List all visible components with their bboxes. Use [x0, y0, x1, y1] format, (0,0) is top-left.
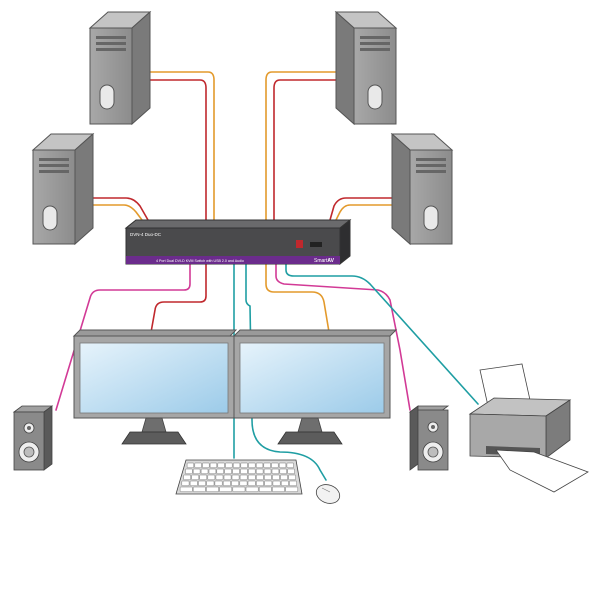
keyboard-key: [271, 468, 280, 475]
keyboard-key: [232, 468, 240, 475]
keyboard-key: [192, 486, 206, 493]
keyboard: [175, 459, 303, 495]
keyboard-key: [198, 480, 206, 487]
keyboard-key: [232, 486, 246, 493]
keyboard-key: [206, 486, 219, 493]
keyboard-key: [247, 474, 256, 481]
keyboard-key: [231, 474, 240, 481]
keyboard-key: [216, 468, 224, 475]
keyboard-key: [225, 462, 233, 469]
keyboard-key: [215, 474, 224, 481]
keyboard-key: [256, 462, 264, 469]
keyboard-key: [264, 480, 273, 487]
keyboard-key: [289, 480, 297, 487]
cable-mr-orange: [335, 204, 393, 221]
keyboard-key: [194, 462, 202, 469]
keyboard-key: [231, 480, 240, 487]
monitor-left: [72, 329, 238, 445]
computer-top-right: [334, 10, 398, 126]
keyboard-key: [192, 468, 201, 475]
keyboard-key: [206, 480, 215, 487]
keyboard-key: [240, 462, 248, 469]
keyboard-key: [191, 474, 199, 481]
keyboard-key: [223, 474, 232, 481]
cables: [55, 71, 479, 481]
keyboard-key: [202, 462, 210, 469]
mouse: [315, 484, 341, 504]
monitor-right: [232, 329, 398, 445]
cable-kvm-monitor-left-red: [149, 263, 207, 339]
computer-top-left: [88, 10, 152, 126]
keyboard-key: [183, 474, 191, 481]
keyboard-key: [256, 468, 264, 475]
keyboard-key: [259, 486, 272, 493]
keyboard-key: [272, 486, 285, 493]
keyboard-key: [287, 468, 295, 475]
keyboard-key: [271, 462, 279, 469]
keyboard-key: [200, 468, 209, 475]
keyboard-key: [256, 474, 264, 481]
keyboard-key: [179, 486, 193, 493]
printer: [468, 363, 589, 493]
keyboard-key: [209, 462, 218, 469]
cable-tl-red: [149, 79, 207, 221]
keyboard-key: [208, 468, 217, 475]
keyboard-key: [248, 462, 256, 469]
keyboard-key: [232, 462, 241, 469]
keyboard-key: [272, 480, 281, 487]
keyboard-key: [240, 468, 248, 475]
keyboard-key: [217, 462, 225, 469]
computer-mid-left: [31, 132, 95, 246]
keyboard-key: [256, 480, 264, 487]
cable-kvm-speaker-right: [275, 263, 411, 411]
kvm-switch: DVN-4 Duo-DC 4 Port Dual DVI-D KVM Switc…: [124, 218, 352, 266]
cable-kvm-mouse: [245, 263, 327, 481]
keyboard-key: [207, 474, 216, 481]
keyboard-key: [279, 462, 287, 469]
keyboard-key: [222, 480, 231, 487]
cable-tr-orange: [265, 71, 337, 221]
speaker-left: [12, 405, 54, 471]
keyboard-key: [263, 468, 272, 475]
keyboard-key: [279, 468, 287, 475]
keyboard-key: [248, 468, 256, 475]
keyboard-key: [280, 474, 288, 481]
keyboard-key: [245, 486, 259, 493]
cable-mr-red: [329, 197, 393, 221]
keyboard-key: [185, 468, 193, 475]
keyboard-key: [288, 474, 296, 481]
cable-tl-orange: [149, 71, 215, 221]
kvm-brand-suffix: AV: [327, 258, 334, 264]
keyboard-key: [224, 468, 232, 475]
keyboard-key: [189, 480, 198, 487]
keyboard-key: [239, 474, 248, 481]
speaker-right: [408, 405, 450, 471]
cable-kvm-monitor-right-orange: [265, 263, 331, 339]
keyboard-key: [239, 480, 248, 487]
kvm-brand-prefix: Smart: [314, 258, 328, 264]
keyboard-key: [247, 480, 256, 487]
cable-ml-red: [92, 197, 149, 221]
keyboard-key: [281, 480, 289, 487]
cable-ml-orange: [92, 204, 143, 221]
computer-mid-right: [390, 132, 454, 246]
keyboard-key: [286, 462, 294, 469]
keyboard-key: [181, 480, 190, 487]
cable-kvm-printer: [285, 263, 479, 405]
keyboard-key: [263, 462, 271, 469]
keyboard-key: [214, 480, 223, 487]
kvm-description-label: 4 Port Dual DVI-D KVM Switch with USB 2.…: [156, 259, 244, 263]
keyboard-key: [199, 474, 207, 481]
kvm-model-label: DVN-4 Duo-DC: [130, 232, 162, 237]
keyboard-key: [285, 486, 299, 493]
keyboard-key: [272, 474, 280, 481]
keyboard-key: [219, 486, 233, 493]
cable-kvm-speaker-left: [55, 263, 191, 411]
keyboard-key: [264, 474, 272, 481]
cable-tr-red: [273, 79, 337, 221]
kvm-brand-label: SmartAV: [314, 258, 335, 264]
keyboard-key: [186, 462, 195, 469]
